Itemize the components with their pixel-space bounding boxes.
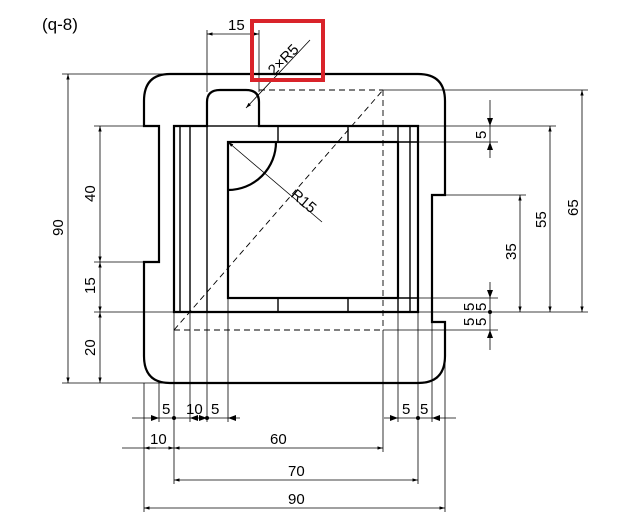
dim-right-55-label: 55 — [533, 211, 550, 228]
dim-dot-418 — [416, 416, 420, 420]
dim-right-35-label: 35 — [503, 243, 520, 260]
dim-left-40-label: 40 — [82, 185, 99, 202]
dim-bot-70-label: 70 — [288, 463, 305, 480]
dim-bot-5d-label: 5 — [420, 401, 428, 418]
inner-frame — [172, 88, 420, 314]
callout-highlight-box — [250, 19, 325, 82]
dim-bot-10a-label: 10 — [186, 401, 203, 418]
dim-bot-60-label: 60 — [270, 431, 287, 448]
dim-dot-right-312 — [488, 310, 492, 314]
dim-bot-5c-label: 5 — [402, 401, 410, 418]
r5-leader — [245, 39, 311, 109]
r15-leader — [227, 141, 323, 223]
dim-bot-5a-label: 5 — [162, 401, 170, 418]
dim-bot-5b-label: 5 — [211, 401, 219, 418]
problem-label: (q-8) — [42, 15, 78, 34]
dim-bot-90-label: 90 — [288, 491, 305, 508]
dim-right-65-label: 65 — [565, 199, 582, 216]
dim-right-5-top-label: 5 — [473, 131, 490, 139]
dim-right-5c-label: 5 — [473, 318, 490, 326]
construction-diagonal — [173, 89, 384, 331]
dim-bot-10b-label: 10 — [150, 431, 167, 448]
dim-bot-row1-left-arrows — [151, 415, 236, 421]
dim-left-20-label: 20 — [82, 339, 99, 356]
r15-arc — [227, 141, 278, 192]
dim-right-5e-label: 5 — [461, 318, 478, 326]
outer-outline — [142, 72, 447, 385]
outer-window — [179, 125, 411, 313]
dim-right-5-top-arrows — [487, 118, 493, 150]
dim-left-90-label: 90 — [50, 219, 67, 236]
dim-left-15-label: 15 — [82, 277, 99, 294]
dim-top-15-label: 15 — [228, 17, 245, 34]
inner-window — [226, 140, 400, 300]
dim-dot-174 — [172, 416, 176, 420]
r15-label: R15 — [287, 186, 319, 217]
dim-right-5d-label: 5 — [461, 303, 478, 311]
dim-dot-207 — [205, 416, 209, 420]
dim-right-5b-label: 5 — [473, 303, 490, 311]
